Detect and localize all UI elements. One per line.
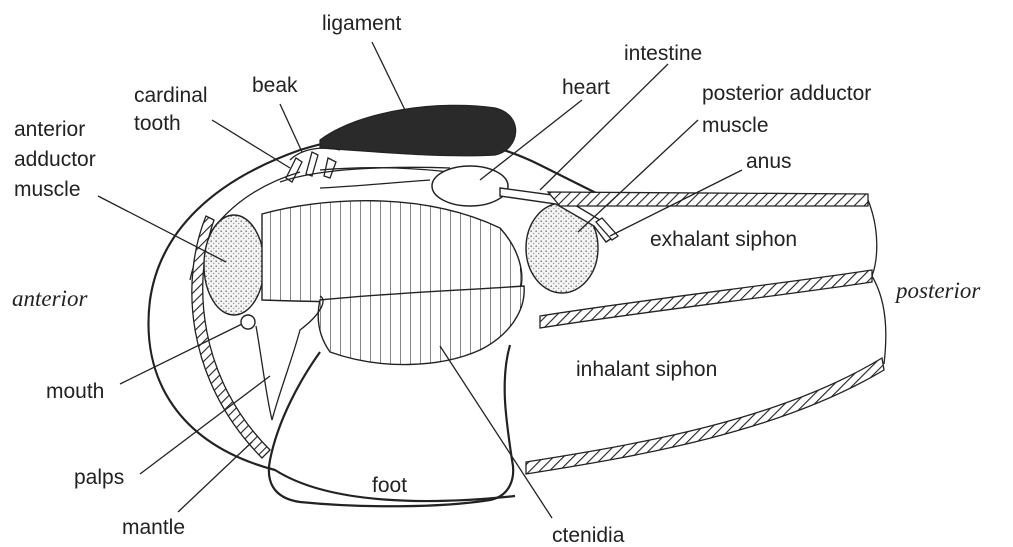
leader-cardinal-tooth [212, 120, 290, 168]
leader-mouth [120, 324, 242, 384]
exhalant-siphon-bottom-wall [540, 270, 872, 328]
label-heart: heart [562, 76, 610, 99]
cardinal-tooth-2 [306, 152, 318, 176]
label-posterior-direction: posterior [894, 278, 981, 303]
leader-ctenidia [440, 346, 552, 518]
label-posterior-adductor-2: muscle [702, 114, 769, 137]
label-posterior-adductor-1: posterior adductor [702, 82, 871, 105]
label-exhalant-siphon: exhalant siphon [650, 228, 797, 251]
label-palps: palps [74, 466, 124, 489]
exhalant-siphon-top-wall [548, 192, 868, 206]
siphon-end-outline [868, 200, 877, 276]
label-intestine: intestine [624, 42, 702, 65]
leader-palps [140, 376, 270, 474]
mouth-shape [241, 315, 255, 329]
label-anus: anus [746, 150, 792, 173]
label-mantle: mantle [122, 516, 185, 539]
siphon-end-outline-2 [872, 276, 886, 364]
leader-ligament [372, 42, 405, 110]
heart-shape [432, 166, 508, 206]
ligament-shape [320, 105, 516, 155]
leader-posterior-adductor [578, 120, 698, 232]
label-beak: beak [252, 74, 298, 97]
label-anterior-2: adductor [14, 148, 96, 171]
label-anterior-3: muscle [14, 178, 81, 201]
label-anterior-1: anterior [14, 118, 85, 141]
leader-mantle [178, 442, 252, 512]
anterior-adductor-muscle [204, 215, 264, 315]
leader-beak [280, 104, 302, 152]
label-foot: foot [372, 474, 407, 497]
ctenidia-upper [262, 201, 522, 302]
label-mouth: mouth [46, 380, 104, 403]
label-anterior-direction: anterior [12, 286, 88, 311]
label-inhalant-siphon: inhalant siphon [576, 358, 717, 381]
cardinal-tooth-3 [324, 158, 336, 178]
ctenidia-lower [318, 286, 524, 365]
label-ligament: ligament [322, 12, 402, 35]
label-cardinal: cardinal [134, 84, 208, 107]
label-ctenidia: ctenidia [552, 524, 625, 547]
label-tooth: tooth [134, 112, 181, 135]
intestine-tube [320, 180, 430, 188]
